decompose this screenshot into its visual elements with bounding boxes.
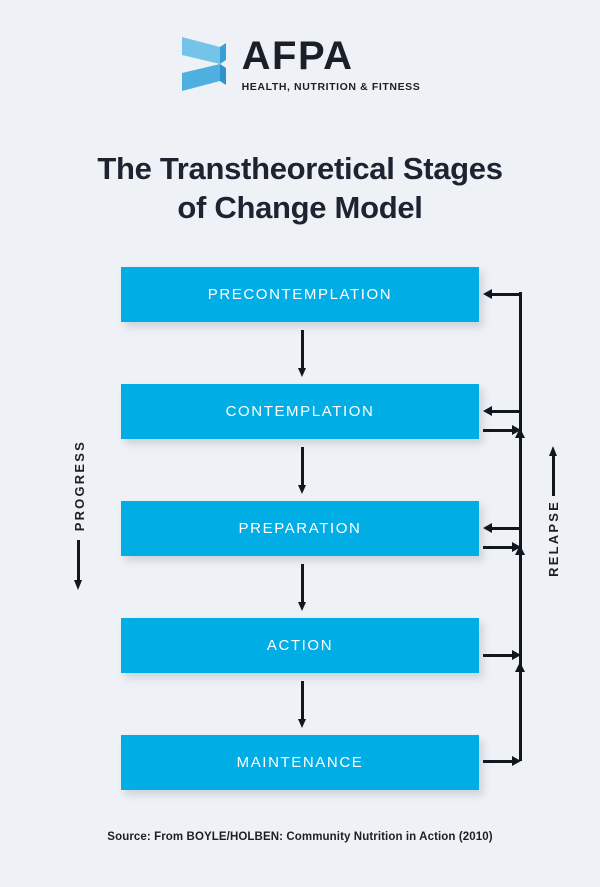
brand-wordmark: AFPA HEALTH, NUTRITION & FITNESS [242, 36, 421, 93]
brand-logo: AFPA HEALTH, NUTRITION & FITNESS [0, 28, 600, 100]
progress-connector-arrow-down-icon [298, 564, 306, 611]
source-citation: Source: From BOYLE/HOLBEN: Community Nut… [107, 831, 493, 843]
brand-tagline: HEALTH, NUTRITION & FITNESS [241, 80, 421, 93]
relapse-outbound-arrow-action-icon [483, 650, 521, 660]
stage-box-maintenance: MAINTENANCE [121, 735, 479, 790]
relapse-inbound-arrow-precontemplation-icon [483, 289, 521, 299]
stage-label: ACTION [266, 637, 334, 654]
stage-label: PRECONTEMPLATION [207, 286, 393, 303]
progress-connector-arrow-down-icon [298, 681, 306, 728]
relapse-inbound-arrow-preparation-icon [483, 523, 521, 533]
stage-box-action: ACTION [121, 618, 479, 673]
page-title-line-1: The Transtheoretical Stages [97, 150, 503, 186]
relapse-outbound-arrow-contemplation-icon [483, 425, 521, 435]
relapse-axis-label: RELAPSE [546, 500, 561, 577]
stage-box-contemplation: CONTEMPLATION [121, 384, 479, 439]
progress-direction-arrow-down-icon [74, 540, 83, 590]
relapse-direction-arrow-up-icon [549, 446, 558, 496]
relapse-inbound-arrow-contemplation-icon [483, 406, 521, 416]
stage-label: MAINTENANCE [236, 754, 364, 771]
progress-axis-label: PROGRESS [72, 440, 87, 532]
page-title: The Transtheoretical Stages of Change Mo… [0, 149, 600, 228]
relapse-outbound-arrow-preparation-icon [483, 542, 521, 552]
page-title-line-2: of Change Model [177, 190, 423, 226]
stage-box-preparation: PREPARATION [121, 501, 479, 556]
stage-label: CONTEMPLATION [225, 403, 375, 420]
progress-connector-arrow-down-icon [298, 447, 306, 494]
relapse-outbound-arrow-maintenance-icon [483, 756, 521, 766]
progress-connector-arrow-down-icon [298, 330, 306, 377]
afpa-chevron-logo-icon [180, 35, 228, 93]
stage-box-precontemplation: PRECONTEMPLATION [121, 267, 479, 322]
relapse-spine-arrowhead-up-icon [515, 662, 525, 672]
stage-label: PREPARATION [238, 520, 362, 537]
brand-name: AFPA [241, 33, 354, 78]
